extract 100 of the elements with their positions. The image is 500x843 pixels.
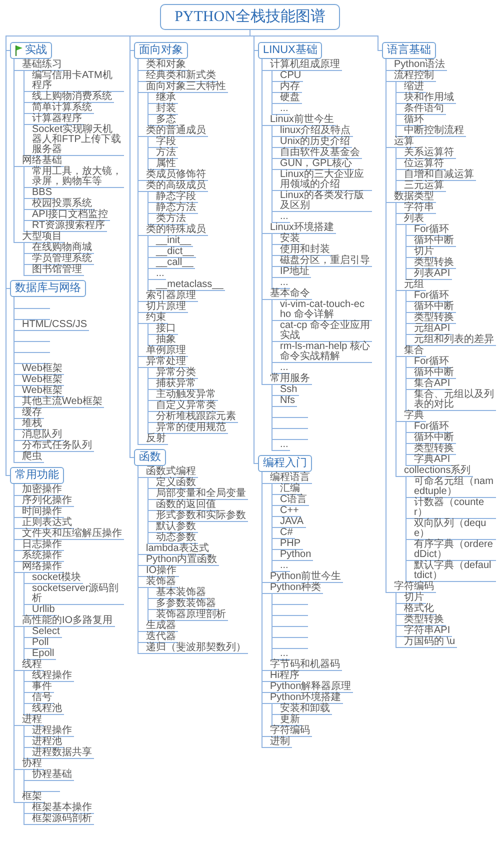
topic-label: 网络基础	[20, 156, 64, 167]
connector-line	[148, 136, 154, 170]
topic-label: 条件语句	[402, 104, 446, 115]
connector-line	[272, 234, 278, 289]
topic-label: 属性	[154, 159, 178, 170]
connector-line	[406, 356, 412, 411]
connector-line	[272, 384, 278, 451]
topic-label: Urllib	[30, 605, 57, 616]
topic-label: 形式参数和实际参数	[154, 511, 248, 522]
topic-label: 循环中断	[412, 433, 456, 444]
topic-label: 更新	[278, 715, 302, 726]
topic-label: 字典API	[412, 455, 452, 466]
topic-label: 自由软件及基金会	[278, 148, 362, 159]
topic-label: 生成器	[144, 621, 178, 632]
topic-label: 接口	[154, 324, 178, 335]
topic-label: 使用和封装	[278, 245, 332, 256]
connector-line	[14, 58, 20, 243]
topic-label: 装饰器	[144, 577, 178, 588]
topic-label: 类的普通成员	[144, 126, 208, 137]
topic-label: 字符编码	[392, 582, 436, 593]
topic-label: 安装和卸载	[278, 704, 332, 715]
topic-label: 时间操作	[20, 507, 64, 518]
topic-label: 循环中断	[412, 368, 456, 379]
topic-label: 集合	[402, 346, 426, 357]
topic-label: 分析堆栈跟踪元素	[154, 412, 238, 423]
topic-label: 主动触发异常	[154, 390, 218, 401]
topic-label: 进制	[268, 737, 292, 748]
topic-label: 集合、元组以及列表的对比	[412, 390, 496, 411]
topic-label: 字节码和机器码	[268, 660, 342, 671]
topic-label: 函数	[139, 451, 161, 464]
topic-label: 类型转换	[412, 313, 456, 324]
topic-label: 切片原理	[144, 302, 188, 313]
topic-label: Python内置函数	[144, 555, 220, 566]
topic-label: 堆栈	[20, 419, 44, 430]
topic-box	[258, 455, 312, 472]
topic-label: 校园投票系统	[30, 199, 94, 210]
topic-label: 运算	[392, 137, 416, 148]
topic-label: Linux的三大企业应用领域的介绍	[278, 170, 372, 191]
connector-line	[406, 422, 412, 466]
topic-label: 动态参数	[154, 533, 198, 544]
connector-line	[148, 478, 154, 544]
topic-label: For循环	[412, 422, 451, 433]
topic-label: linux介绍及特点	[278, 126, 353, 137]
topic-label: 缓存	[20, 408, 44, 419]
topic-label: 字符编码	[268, 726, 312, 737]
topic-label: 函数的返回值	[154, 500, 218, 511]
topic-label: 装饰器原理剖析	[154, 610, 228, 621]
topic-label: 万国码的 \u	[402, 637, 458, 648]
connector-line	[262, 58, 268, 385]
connector-line	[396, 202, 402, 477]
topic-label: 列表API	[412, 269, 452, 280]
central-topic-box: PYTHON全栈技能图谱	[160, 4, 340, 30]
topic-label: 日志操作	[20, 540, 64, 551]
connector-line	[24, 242, 30, 276]
connector-line	[396, 592, 402, 648]
topic-label: 基本命令	[268, 289, 312, 300]
topic-label: 多参数装饰器	[154, 599, 218, 610]
topic-label: Select	[30, 627, 62, 638]
topic-label: 协程	[20, 759, 44, 770]
topic-label: __init__	[154, 236, 194, 247]
topic-label: 字典	[402, 411, 426, 422]
topic-label: JAVA	[278, 517, 306, 528]
topic-label: 列表	[402, 214, 426, 225]
topic-label: 字符串API	[402, 626, 452, 637]
topic-label: 索引器原理	[144, 291, 198, 302]
topic-label: ...	[278, 440, 290, 451]
topic-label: 迭代器	[144, 632, 178, 643]
topic-label: __metaclass__	[154, 280, 226, 291]
topic-label: 安装	[278, 234, 302, 245]
topic-label: 字段	[154, 137, 178, 148]
topic-label: Poll	[30, 638, 51, 649]
topic-label: BBS	[30, 188, 54, 199]
topic-box	[10, 280, 86, 297]
topic-label: 计数器（counter）	[412, 498, 496, 519]
topic-label: 加密操作	[20, 485, 64, 496]
topic-label: __dict__	[154, 247, 196, 258]
topic-label: Web框架	[20, 375, 64, 386]
topic-label: 内存	[278, 82, 302, 93]
topic-label: 硬盘	[278, 93, 302, 104]
topic-label: 位运算符	[402, 159, 446, 170]
topic-label: 面向对象	[139, 44, 183, 57]
topic-label: 磁盘分区，重启引导	[278, 256, 372, 267]
topic-label: 循环	[402, 115, 426, 126]
topic-label: Python	[278, 550, 314, 561]
topic-label: Socket实现聊天机器人和FTP上传下载服务器	[30, 125, 124, 156]
topic-label: 高性能的IO多路复用	[20, 616, 115, 627]
topic-label: ...	[278, 363, 290, 374]
connector-line	[148, 368, 154, 434]
topic-label: 格式化	[402, 604, 436, 615]
topic-label: 关系运算符	[402, 148, 456, 159]
topic-label: 其他主流Web框架	[20, 397, 104, 408]
topic-label: 网络操作	[20, 562, 64, 573]
topic-label: 有序字典（orderedDict）	[412, 540, 496, 561]
topic-label: 线程	[20, 660, 44, 671]
connector-line	[148, 324, 154, 346]
topic-label: 框架源码剖析	[30, 814, 94, 825]
topic-label: Hi程序	[268, 671, 302, 682]
topic-box	[134, 42, 188, 59]
connector-line	[272, 704, 278, 726]
topic-label: 进程操作	[30, 726, 74, 737]
